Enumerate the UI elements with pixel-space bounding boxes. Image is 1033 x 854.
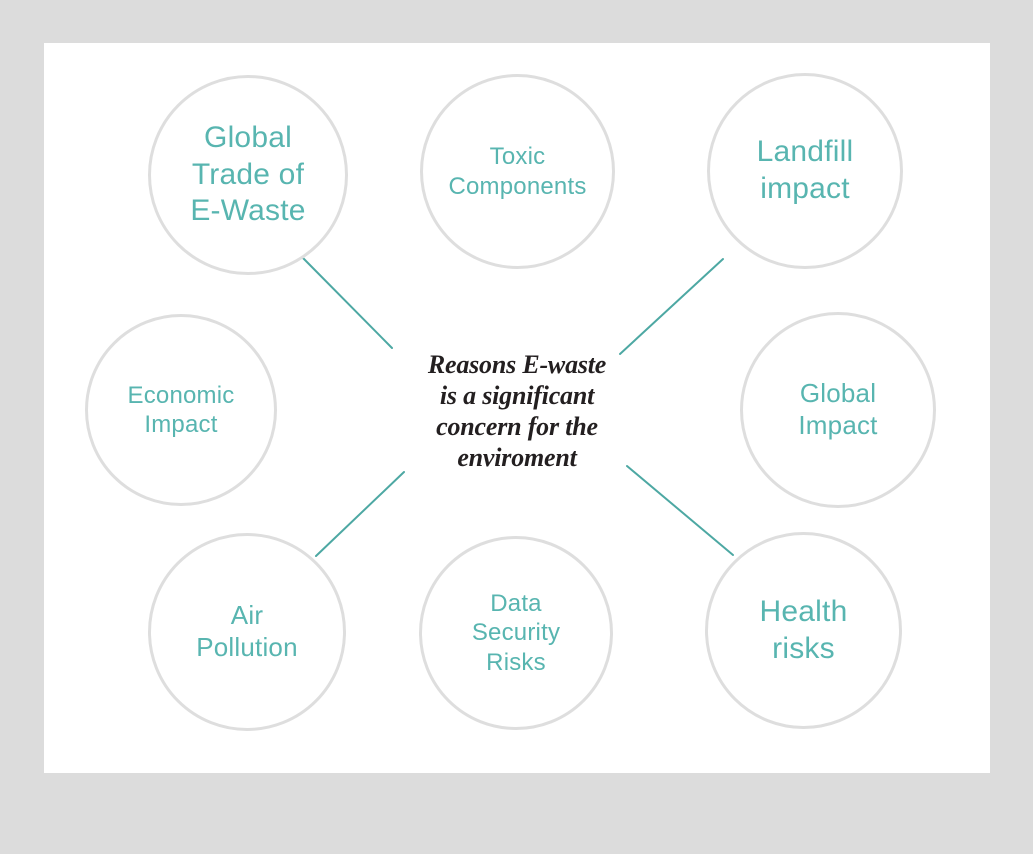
- node-label-health-risks: Health risks: [759, 594, 848, 665]
- node-label-global-trade-of-e-waste: Global Trade of E-Waste: [190, 121, 306, 228]
- center-hub-text: Reasons E-waste is a significant concern…: [427, 350, 607, 472]
- node-economic-impact[interactable]: Economic Impact: [85, 314, 277, 506]
- node-toxic-components[interactable]: Toxic Components: [420, 74, 615, 269]
- node-health-risks[interactable]: Health risks: [705, 532, 902, 729]
- node-global-trade-of-e-waste[interactable]: Global Trade of E-Waste: [148, 75, 348, 275]
- node-label-landfill-impact: Landfill impact: [756, 135, 854, 205]
- node-label-air-pollution: Air Pollution: [196, 600, 298, 662]
- node-air-pollution[interactable]: Air Pollution: [148, 533, 346, 731]
- node-label-global-impact: Global Impact: [798, 378, 878, 440]
- node-data-security-risks[interactable]: Data Security Risks: [419, 536, 613, 730]
- node-global-impact[interactable]: Global Impact: [740, 312, 936, 508]
- node-label-data-security-risks: Data Security Risks: [471, 590, 561, 676]
- node-landfill-impact[interactable]: Landfill impact: [707, 73, 903, 269]
- node-label-economic-impact: Economic Impact: [127, 381, 235, 438]
- node-label-toxic-components: Toxic Components: [448, 143, 587, 200]
